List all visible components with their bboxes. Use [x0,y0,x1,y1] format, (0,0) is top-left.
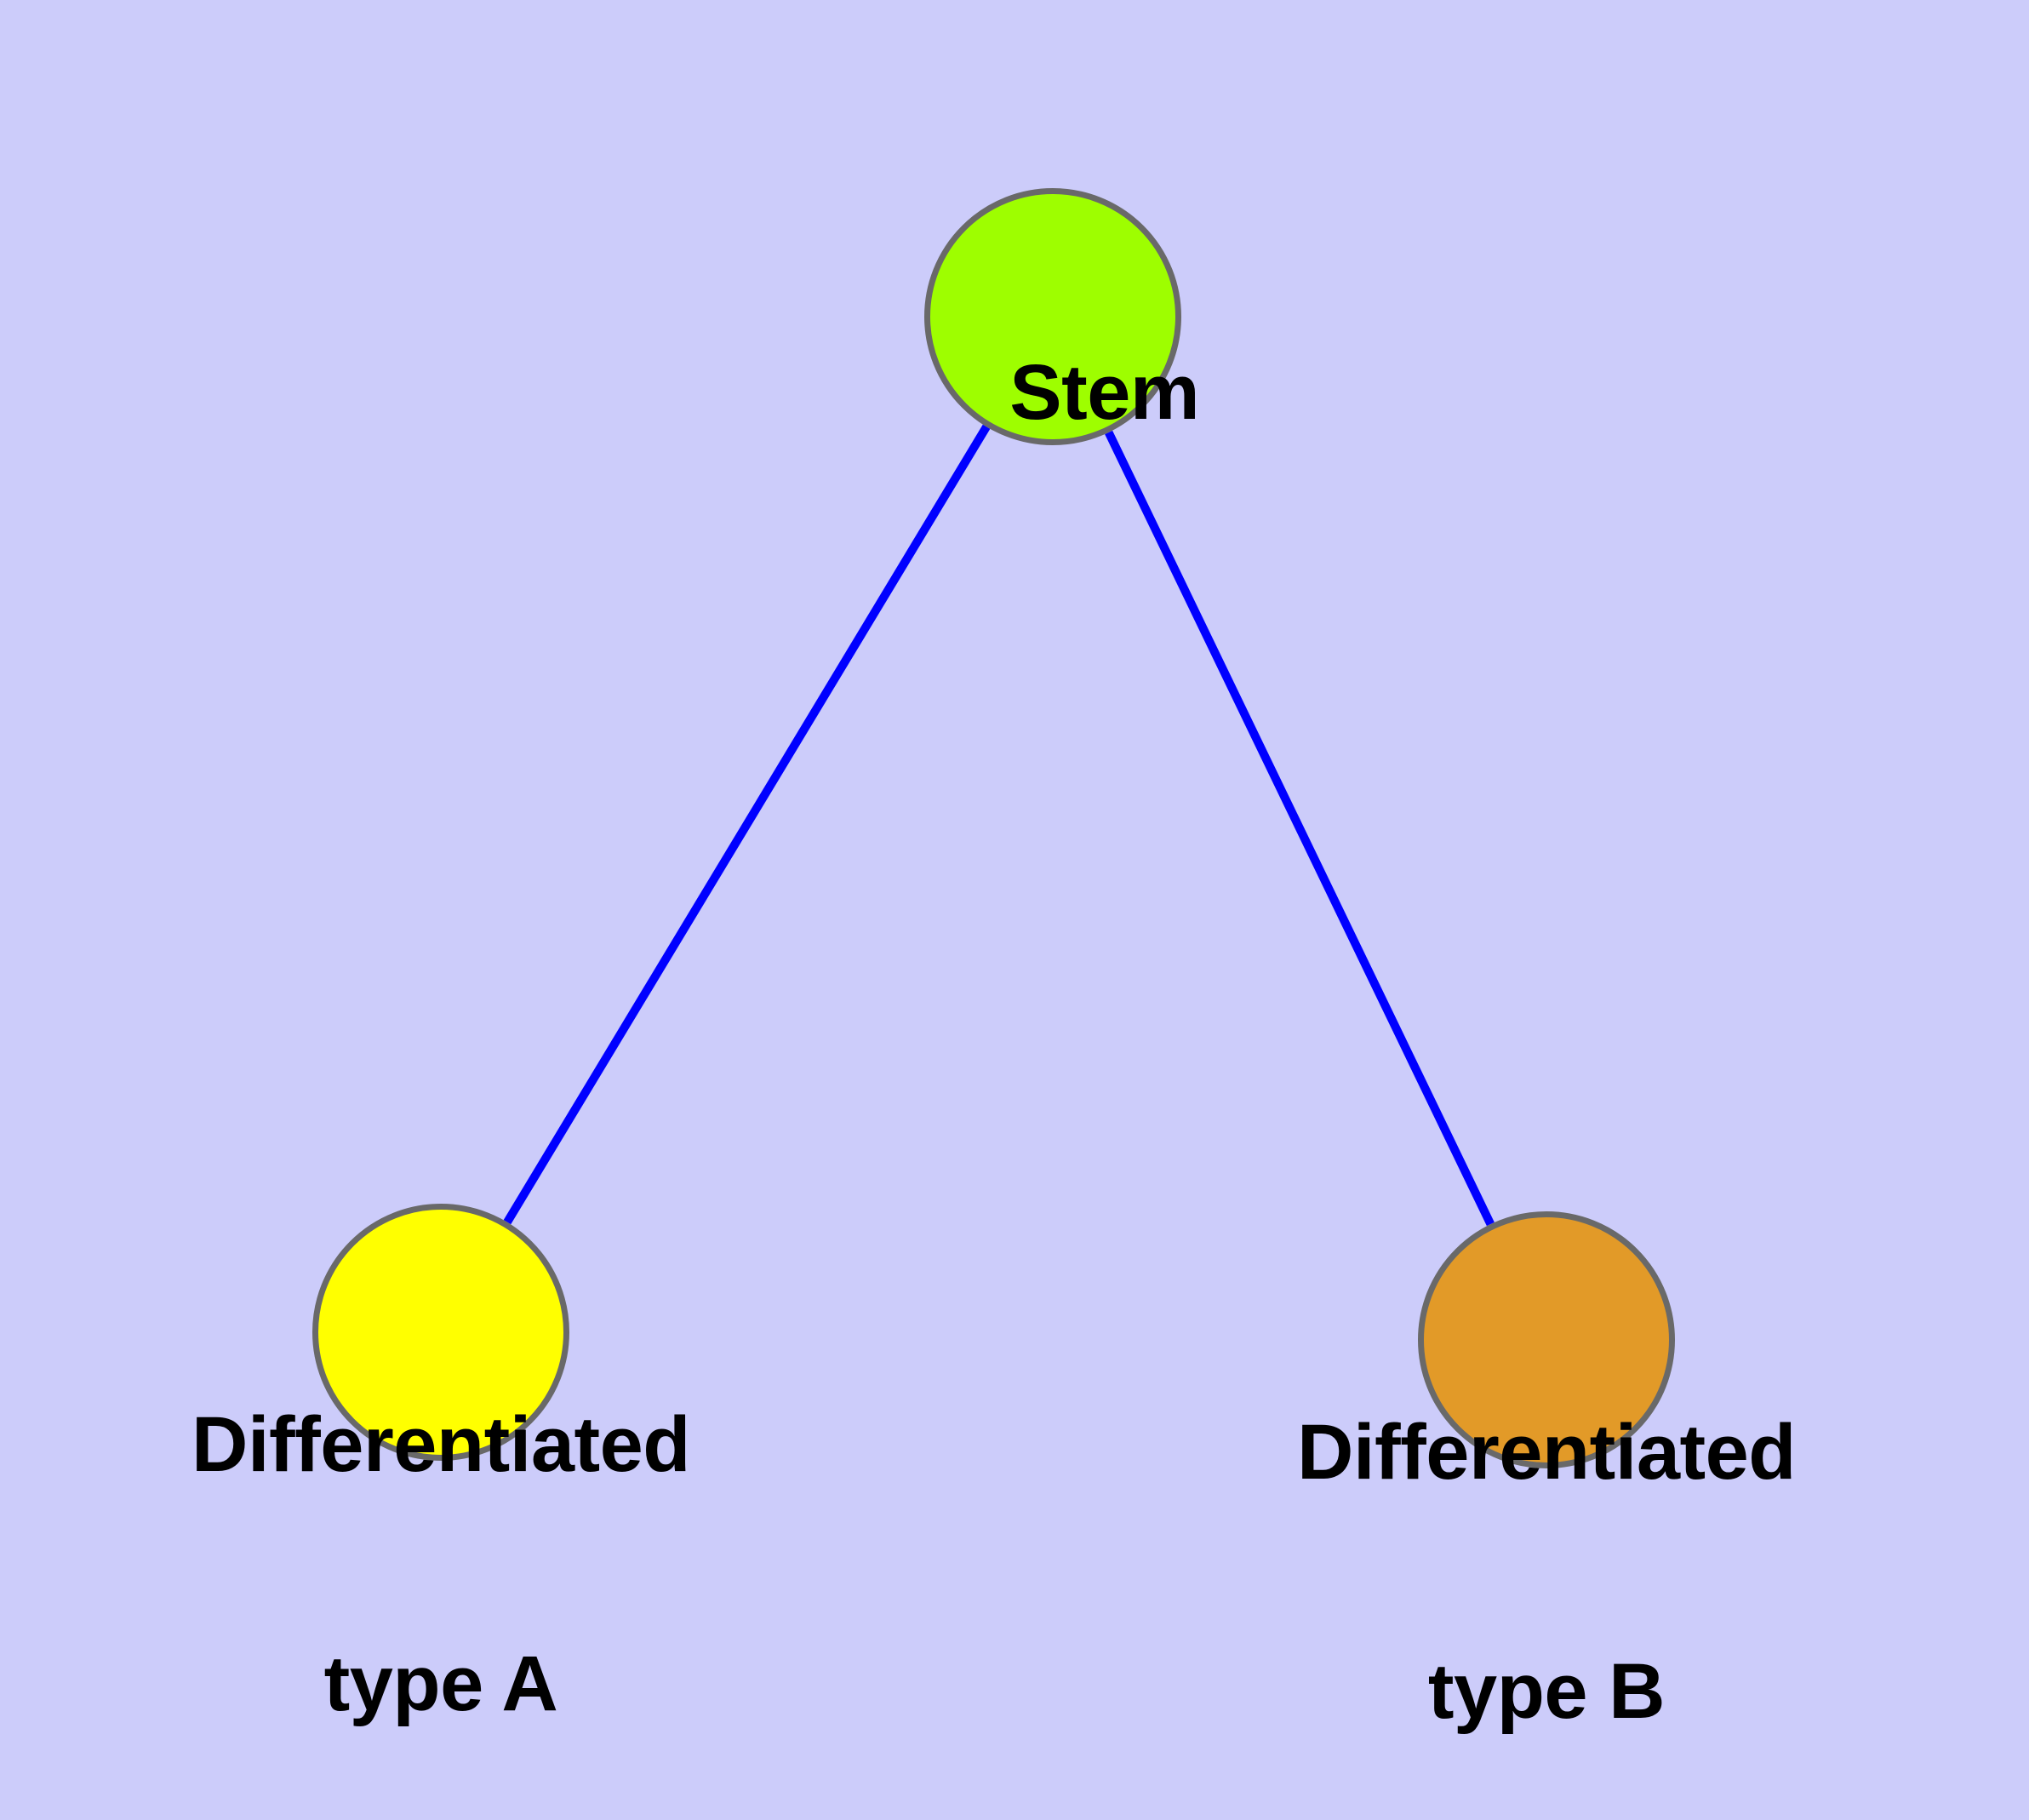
edge-stem-to-differentiated-type-a[interactable] [503,424,991,1225]
node-differentiated-type-b[interactable] [1418,1211,1675,1468]
node-differentiated-type-a[interactable] [312,1204,569,1461]
edge-stem-to-differentiated-type-b[interactable] [1105,430,1495,1227]
node-stem[interactable] [924,188,1181,445]
